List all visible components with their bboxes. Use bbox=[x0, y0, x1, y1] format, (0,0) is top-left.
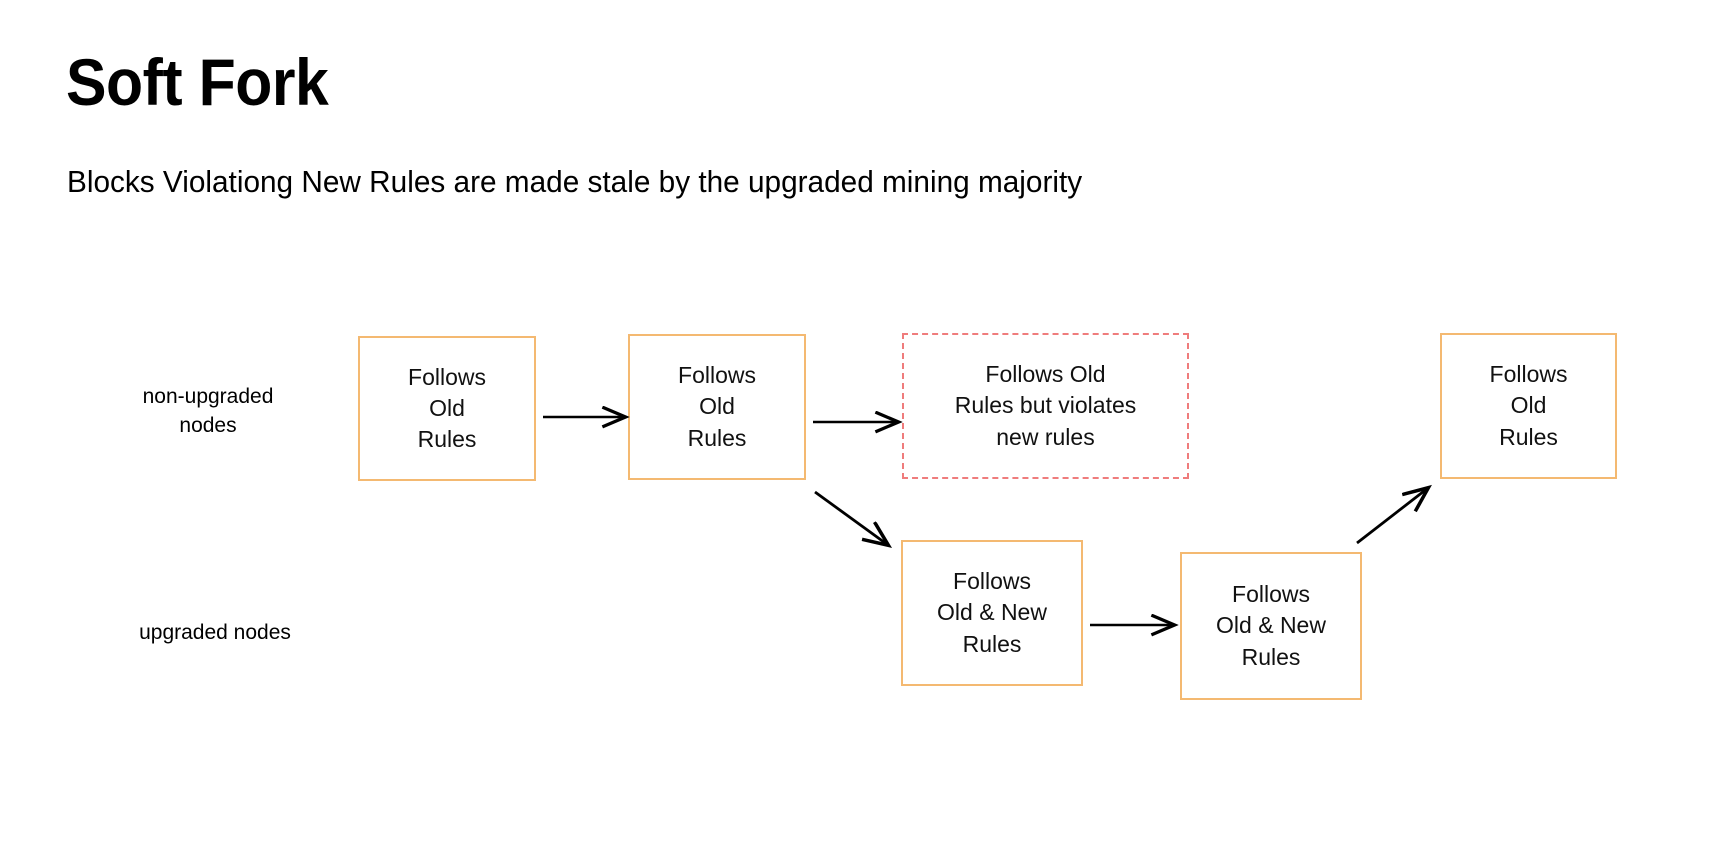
row-label-non-upgraded-nodes: non-upgraded nodes bbox=[142, 385, 274, 437]
block-node-follows-old-and-new-rules-1: Follows Old & New Rules bbox=[901, 540, 1083, 686]
block-node-follows-old-rules-2: Follows Old Rules bbox=[628, 334, 806, 480]
arrow-box5-to-box6 bbox=[1356, 488, 1428, 545]
block-node-violates-new-rules: Follows Old Rules but violates new rules bbox=[902, 333, 1189, 479]
page-title: Soft Fork bbox=[66, 45, 329, 119]
row-label-upgraded-nodes: upgraded nodes bbox=[139, 621, 291, 644]
block-node-follows-old-rules-1: Follows Old Rules bbox=[358, 336, 536, 481]
block-node-follows-old-and-new-rules-2: Follows Old & New Rules bbox=[1180, 552, 1362, 700]
page-subtitle: Blocks Violationg New Rules are made sta… bbox=[67, 164, 1083, 199]
arrow-box2-to-box4 bbox=[814, 490, 888, 545]
block-node-follows-old-rules-3: Follows Old Rules bbox=[1440, 333, 1617, 479]
